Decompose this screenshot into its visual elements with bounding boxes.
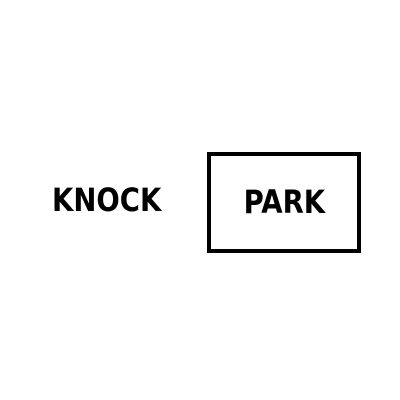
boxed-word-frame: PARK <box>207 152 361 253</box>
boxed-word-label: PARK <box>243 182 325 221</box>
left-word-label: KNOCK <box>52 181 162 219</box>
